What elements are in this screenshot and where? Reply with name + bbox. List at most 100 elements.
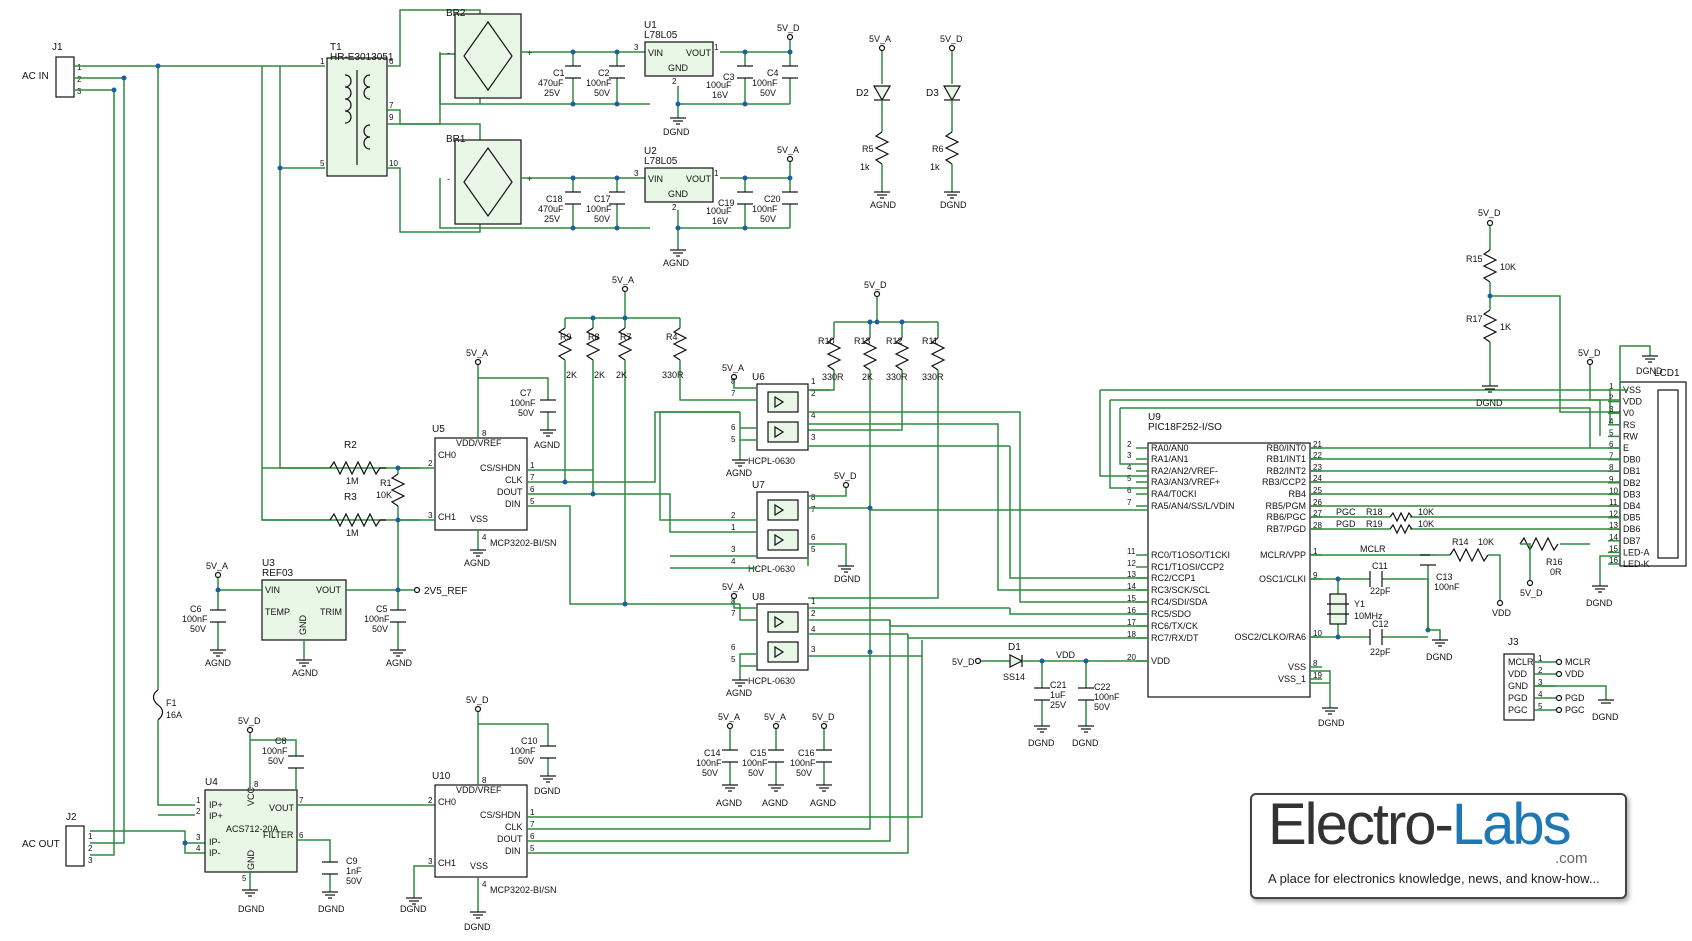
svg-text:R8: R8 <box>588 332 600 342</box>
mcu-right-pin-number: 9 <box>1313 571 1318 580</box>
lcd-pin-number: 13 <box>1609 521 1618 530</box>
transformer-t1: T1 HR-E3013051 1 6 7 9 5 10 <box>320 42 398 177</box>
mcu-left-pin-number: 11 <box>1127 547 1136 556</box>
svg-text:F1: F1 <box>166 698 177 708</box>
svg-text:50V: 50V <box>594 214 610 224</box>
svg-text:CH1: CH1 <box>438 858 456 868</box>
svg-text:-: - <box>447 48 450 58</box>
lcd-pin-label: VDD <box>1623 397 1643 407</box>
logo-domain: .com <box>1555 850 1588 867</box>
svg-text:C20: C20 <box>764 194 781 204</box>
lcd-pin-number: 15 <box>1609 544 1618 553</box>
lcd-pin-number: 16 <box>1609 556 1618 565</box>
svg-text:VSS: VSS <box>470 861 488 871</box>
svg-text:5V_D: 5V_D <box>1578 348 1601 358</box>
svg-text:100nF: 100nF <box>586 78 612 88</box>
mcu-right-pin-label: OSC2/CLKO/RA6 <box>1234 632 1306 642</box>
svg-text:7: 7 <box>811 505 816 514</box>
j3-pin-label: PGC <box>1508 705 1528 715</box>
svg-text:6: 6 <box>530 832 535 841</box>
svg-text:5: 5 <box>530 497 535 506</box>
svg-text:CLK: CLK <box>505 475 523 485</box>
svg-text:HCPL-0630: HCPL-0630 <box>748 564 795 574</box>
svg-text:100uF: 100uF <box>706 206 732 216</box>
mcu-right-pin-number: 25 <box>1313 486 1322 495</box>
svg-text:C6: C6 <box>190 604 202 614</box>
svg-text:5V_D: 5V_D <box>1520 588 1543 598</box>
svg-text:R2: R2 <box>344 440 357 451</box>
svg-text:5: 5 <box>242 874 247 883</box>
svg-text:2K: 2K <box>616 370 627 380</box>
bridge-br2: BR2 - + <box>446 8 532 99</box>
svg-text:50V: 50V <box>796 768 812 778</box>
svg-text:C12: C12 <box>1372 619 1389 629</box>
lcd-pin-label: E <box>1623 443 1629 453</box>
svg-text:100nF: 100nF <box>510 746 536 756</box>
svg-text:5V_D: 5V_D <box>952 657 975 667</box>
mcu-left-pin-label: RA4/T0CKI <box>1151 489 1197 499</box>
j3-gnd-label: DGND <box>1592 712 1619 722</box>
mcu-left-pin-label: VDD <box>1151 656 1171 666</box>
mcu-left-pin-number: 14 <box>1127 582 1136 591</box>
svg-text:10K: 10K <box>1478 537 1494 547</box>
mcu-left-pin-label: RC0/T1OSO/T1CKI <box>1151 550 1230 560</box>
lcd-pin-label: DB7 <box>1623 536 1641 546</box>
svg-text:5: 5 <box>320 159 325 168</box>
svg-text:100nF: 100nF <box>364 614 390 624</box>
lcd-pin-number: 10 <box>1609 486 1618 495</box>
svg-text:R14: R14 <box>1452 537 1469 547</box>
wires-rail1 <box>439 40 793 118</box>
svg-text:5V_A: 5V_A <box>777 145 799 155</box>
mcu-left-pin-label: RC5/SDO <box>1151 609 1191 619</box>
svg-text:50V: 50V <box>346 876 362 886</box>
mcu-left-pin-number: 17 <box>1127 618 1136 627</box>
svg-text:R12: R12 <box>886 336 903 346</box>
connector-j2: J2 AC OUT 1 2 3 <box>22 812 93 867</box>
svg-text:R4: R4 <box>666 332 678 342</box>
svg-text:5V_D: 5V_D <box>466 695 489 705</box>
svg-text:4: 4 <box>811 625 816 634</box>
svg-text:7: 7 <box>389 101 394 110</box>
lcd-pin-number: 1 <box>1609 382 1614 391</box>
svg-text:5: 5 <box>811 545 816 554</box>
lcd-pin-label: DB3 <box>1623 489 1641 499</box>
svg-text:CH0: CH0 <box>438 797 456 807</box>
adc-u10: U10 VDD/VREF CS/SHDN CLK DOUT DIN CH0 CH… <box>400 620 923 932</box>
svg-text:PGC: PGC <box>1336 507 1356 517</box>
svg-text:3: 3 <box>731 545 736 554</box>
svg-text:U4: U4 <box>205 777 218 788</box>
lcd-module: LCD1 <box>1619 368 1687 567</box>
svg-text:6: 6 <box>389 57 394 66</box>
svg-text:25V: 25V <box>1050 700 1066 710</box>
svg-text:PIC18F252-I/SO: PIC18F252-I/SO <box>1148 422 1222 433</box>
j3-net-port <box>1555 670 1563 678</box>
j3-net-label: PGD <box>1565 693 1585 703</box>
svg-text:C2: C2 <box>598 68 610 78</box>
mcu-right-pin-number: 23 <box>1313 463 1322 472</box>
svg-text:7: 7 <box>731 389 736 398</box>
svg-text:50V: 50V <box>702 768 718 778</box>
svg-text:LCD1: LCD1 <box>1654 368 1680 379</box>
svg-text:22pF: 22pF <box>1370 647 1391 657</box>
mcu-left-pin-number: 7 <box>1127 498 1132 507</box>
svg-text:C17: C17 <box>594 194 611 204</box>
svg-text:1: 1 <box>196 796 201 805</box>
j3-pin-label: VDD <box>1508 669 1528 679</box>
svg-text:C13: C13 <box>1436 572 1453 582</box>
mcu-right-pin-number: 1 <box>1313 547 1318 556</box>
svg-text:5: 5 <box>731 435 736 444</box>
svg-text:330R: 330R <box>822 372 844 382</box>
mcu-right-pin-label: VSS <box>1288 662 1306 672</box>
svg-text:5: 5 <box>530 844 535 853</box>
svg-text:DGND: DGND <box>464 922 491 932</box>
mcu-right-pin-label: RB0/INT0 <box>1266 443 1306 453</box>
svg-text:C14: C14 <box>704 748 721 758</box>
svg-text:VIN: VIN <box>265 585 280 595</box>
vref-u3: U3 REF03 VIN VOUT TEMP TRIM GND 2V5_REF … <box>182 558 467 678</box>
svg-text:2: 2 <box>731 511 736 520</box>
svg-text:C3: C3 <box>723 72 735 82</box>
svg-text:C1: C1 <box>553 68 565 78</box>
svg-text:BR1: BR1 <box>446 134 466 145</box>
